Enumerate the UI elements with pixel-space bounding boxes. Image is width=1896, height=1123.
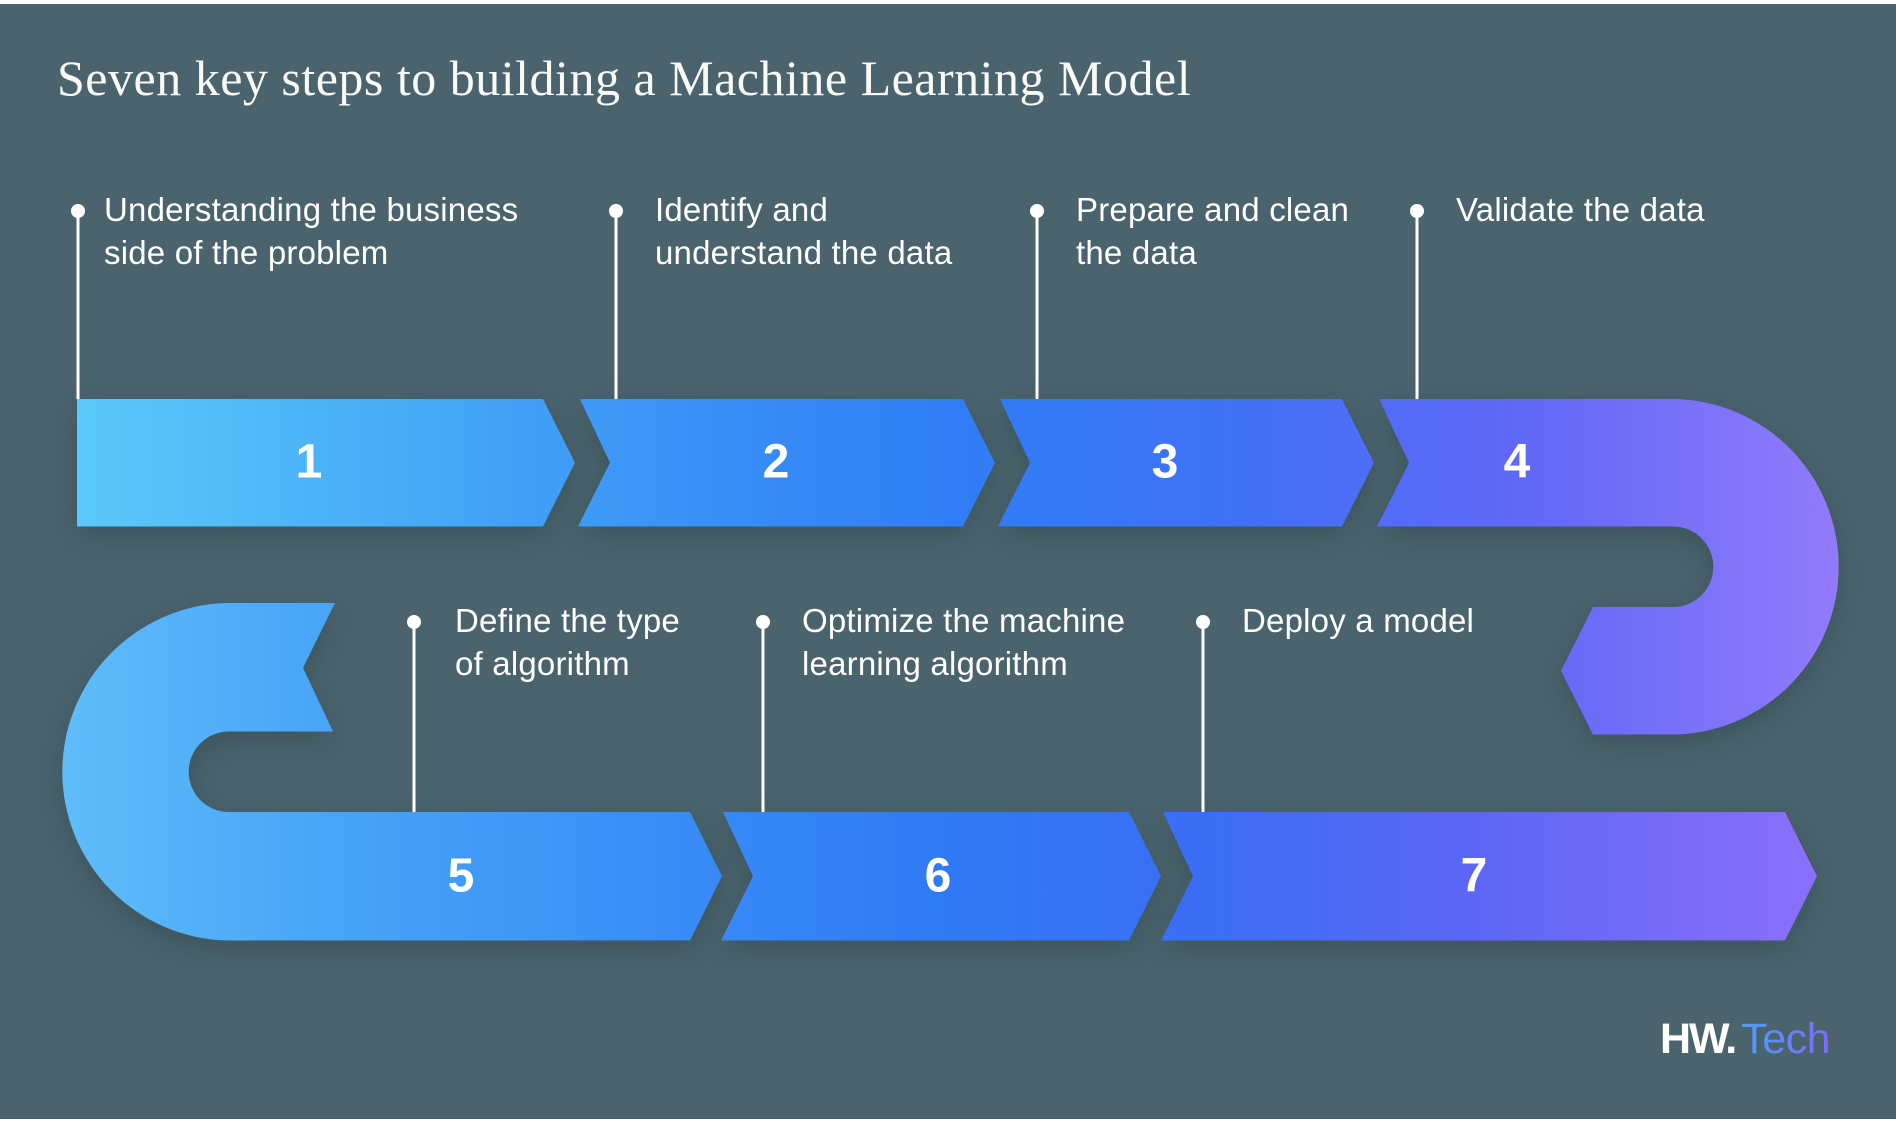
step-label-7: Deploy a model	[1242, 599, 1474, 642]
step-label-6-line-2: learning algorithm	[802, 645, 1068, 682]
step-label-6: Optimize the machine learning algorithm	[802, 599, 1125, 685]
connector-lines	[76, 211, 1419, 812]
step-label-1-line-2: side of the problem	[104, 234, 389, 271]
flow-band-7	[1161, 812, 1817, 941]
step-label-3-line-2: the data	[1076, 234, 1197, 271]
step-number-3: 3	[1151, 435, 1179, 489]
connector-dot-7	[1196, 615, 1210, 629]
step-label-6-line-1: Optimize the machine	[802, 602, 1126, 639]
step-label-7-line-1: Deploy a model	[1242, 602, 1475, 639]
step-number-6: 6	[924, 849, 952, 903]
connector-dot-5	[407, 615, 421, 629]
step-label-1: Understanding the business side of the p…	[104, 188, 518, 274]
step-label-5: Define the type of algorithm	[455, 599, 680, 685]
step-number-2: 2	[762, 435, 790, 489]
step-number-4: 4	[1503, 435, 1531, 489]
connector-dot-6	[756, 615, 770, 629]
flow-band-3	[998, 399, 1374, 527]
step-label-3-line-1: Prepare and clean	[1076, 191, 1350, 228]
logo-suffix-text: Tech	[1741, 1015, 1831, 1063]
step-label-2: Identify and understand the data	[655, 188, 952, 274]
step-label-4-line-1: Validate the data	[1456, 191, 1705, 228]
flow-band-4-uturn	[1377, 399, 1839, 735]
step-label-2-line-1: Identify and	[655, 191, 829, 228]
flow-curve-left-band-5	[62, 603, 722, 941]
step-label-1-line-1: Understanding the business	[104, 191, 519, 228]
step-label-5-line-2: of algorithm	[455, 645, 630, 682]
connector-dot-1	[71, 204, 85, 218]
step-label-4: Validate the data	[1456, 188, 1705, 231]
connector-dot-2	[609, 204, 623, 218]
page-title: Seven key steps to building a Machine Le…	[57, 50, 1192, 106]
step-label-3: Prepare and clean the data	[1076, 188, 1349, 274]
logo-brand-text: HW.	[1660, 1015, 1737, 1063]
flow-band-1	[77, 399, 575, 527]
step-label-2-line-2: understand the data	[655, 234, 953, 271]
top-edge-strip	[0, 0, 1896, 4]
flow-band-2	[578, 399, 995, 527]
step-number-1: 1	[295, 435, 323, 489]
connector-dots	[71, 204, 1424, 629]
bottom-edge-strip	[0, 1119, 1896, 1123]
step-number-7: 7	[1460, 849, 1488, 903]
connector-dot-4	[1410, 204, 1424, 218]
connector-dot-3	[1030, 204, 1044, 218]
logo: HW.Tech	[1660, 1015, 1831, 1063]
step-label-5-line-1: Define the type	[455, 602, 680, 639]
flow-band-6	[721, 812, 1161, 941]
step-number-5: 5	[447, 849, 475, 903]
